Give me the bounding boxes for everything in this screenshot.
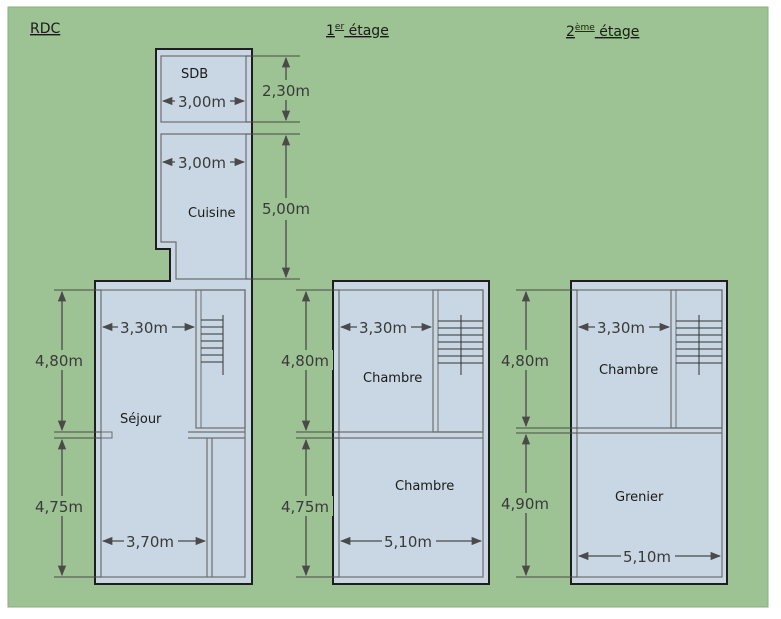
room-label-f2-chambre: Chambre bbox=[599, 363, 658, 378]
rdc-stair-box bbox=[195, 289, 246, 429]
dim-rdc-lower-width: 3,70m bbox=[126, 533, 174, 551]
rdc-plan: SDB Cuisine Séjour 3,00m 3,00m 3,30m 3,7… bbox=[33, 48, 316, 585]
floor-label-rdc: RDC bbox=[30, 21, 61, 37]
room-label-sdb: SDB bbox=[181, 67, 208, 82]
first-floor-plan: Chambre Chambre 3,30m 5,10m 4,80m 4,75m bbox=[279, 280, 490, 585]
dim-rdc-lower-height: 4,75m bbox=[35, 498, 83, 516]
dim-f2-lower-height: 4,90m bbox=[501, 495, 549, 513]
floor-label-2eme: 2ème étage bbox=[566, 22, 639, 40]
room-label-sejour: Séjour bbox=[120, 412, 162, 427]
f2-stair-steps bbox=[676, 315, 722, 375]
f1-inner bbox=[338, 289, 484, 578]
rdc-wall-stub bbox=[100, 431, 113, 439]
dim-sdb-height: 2,30m bbox=[262, 82, 310, 100]
dim-f1-lower-height: 4,75m bbox=[281, 498, 329, 516]
sdb-room bbox=[160, 55, 247, 123]
room-label-f1-chambre-bottom: Chambre bbox=[395, 479, 454, 494]
dim-f1-lower-width: 5,10m bbox=[384, 533, 432, 551]
dim-f2-upper-width: 3,30m bbox=[597, 319, 645, 337]
f1-stair-box bbox=[432, 289, 484, 433]
room-label-grenier: Grenier bbox=[615, 490, 664, 505]
dim-f2-lower-width: 5,10m bbox=[623, 548, 671, 566]
floor-label-1er: 1er étage bbox=[326, 22, 389, 39]
f2-stair-box bbox=[670, 289, 723, 429]
dim-rdc-upper-height: 4,80m bbox=[35, 352, 83, 370]
dim-f1-upper-width: 3,30m bbox=[359, 319, 407, 337]
dim-f2-upper-height: 4,80m bbox=[501, 352, 549, 370]
second-floor-plan: Chambre Grenier 3,30m 5,10m 4,80m 4,90m bbox=[499, 280, 728, 585]
dim-rdc-upper-width: 3,30m bbox=[120, 319, 168, 337]
rdc-main-inner bbox=[100, 289, 246, 578]
rdc-stair-steps bbox=[201, 315, 224, 375]
f1-stair-steps bbox=[438, 315, 483, 375]
room-label-f1-chambre-top: Chambre bbox=[363, 371, 422, 386]
dim-f1-upper-height: 4,80m bbox=[281, 352, 329, 370]
dim-cuisine-height: 5,00m bbox=[262, 200, 310, 218]
dim-sdb-width: 3,00m bbox=[178, 93, 226, 111]
dim-cuisine-width: 3,00m bbox=[178, 154, 226, 172]
room-label-cuisine: Cuisine bbox=[188, 206, 236, 221]
